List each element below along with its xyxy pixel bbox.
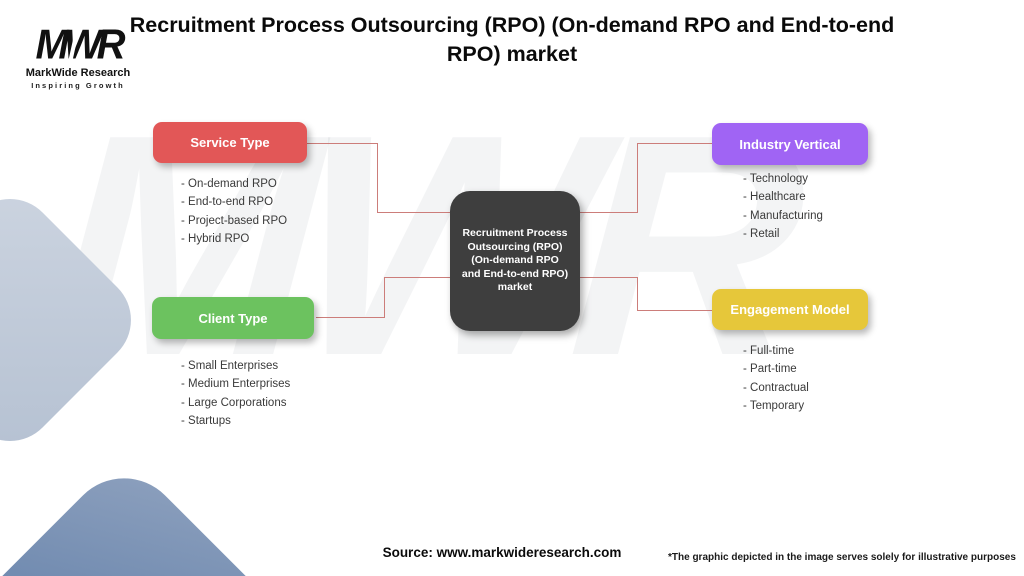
list-item: - Medium Enterprises [181,378,291,391]
connector-segment [306,143,378,145]
connector-segment [384,277,386,318]
list-item: - Technology [743,173,808,185]
connector-segment [377,212,450,214]
list-item: - Manufacturing [743,209,823,222]
list-item: - Large Corporations [181,396,287,409]
page-title-line2: RPO) market [446,41,578,66]
list-item: - Retail [743,228,780,241]
list-item: - Contractual [743,381,809,394]
branch-label: Engagement Model [730,302,850,317]
list-item: - Project-based RPO [181,214,288,227]
center-node: Recruitment Process Outsourcing (RPO) (O… [450,191,580,331]
corner-shape-blue [0,454,311,576]
logo-mark-text: MWR [35,22,126,68]
logo-mark: MWR [35,22,126,68]
connector-segment [637,143,713,145]
branch-label: Client Type [198,310,268,326]
list-item: - Hybrid RPO [181,233,250,246]
list-item: - Small Enterprises [181,360,279,372]
branch-items-client-type: - Small Enterprises - Medium Enterprises… [181,357,290,431]
branch-items-service-type: - On-demand RPO - End-to-end RPO - Proje… [181,175,287,249]
source-text: Source: www.markwideresearch.com [382,545,622,560]
connector-segment [637,143,639,213]
list-item: - Startups [181,415,231,428]
connector-segment [384,277,450,279]
center-node-line: (On-demand RPO [471,254,559,267]
list-item: - On-demand RPO [181,178,277,190]
branch-label: Industry Vertical [739,136,841,152]
connector-segment [637,310,713,312]
list-item: - Healthcare [743,191,806,204]
center-node-line: Outsourcing (RPO) [467,240,563,253]
branch-pill-client-type: Client Type [152,297,314,339]
branch-pill-engagement-model: Engagement Model [712,289,868,330]
center-node-line: Recruitment Process [462,227,568,240]
center-node-line: and End-to-end RPO) [461,267,569,280]
list-item: - End-to-end RPO [181,196,274,209]
connector-segment [637,277,639,311]
list-item: - Full-time [743,345,795,357]
markwide-logo: MWR MarkWide Research Inspiring Growth [20,22,136,90]
center-node-line: market [497,281,533,294]
logo-tagline: Inspiring Growth [31,81,125,90]
branch-items-engagement-model: - Full-time - Part-time - Contractual - … [743,342,809,416]
page-title-line1: Recruitment Process Outsourcing (RPO) (O… [129,13,895,37]
branch-pill-service-type: Service Type [153,122,307,163]
list-item: - Part-time [743,363,797,376]
disclaimer-text: *The graphic depicted in the image serve… [668,552,1016,563]
branch-label: Service Type [190,135,270,150]
connector-segment [316,317,385,319]
connector-segment [572,277,638,279]
branch-items-industry-vertical: - Technology - Healthcare - Manufacturin… [743,170,823,244]
page-title: Recruitment Process Outsourcing (RPO) (O… [0,11,1024,68]
logo-name: MarkWide Research [25,67,131,79]
list-item: - Temporary [743,400,805,413]
connector-segment [377,143,379,213]
branch-pill-industry-vertical: Industry Vertical [712,123,868,165]
connector-segment [572,212,638,214]
